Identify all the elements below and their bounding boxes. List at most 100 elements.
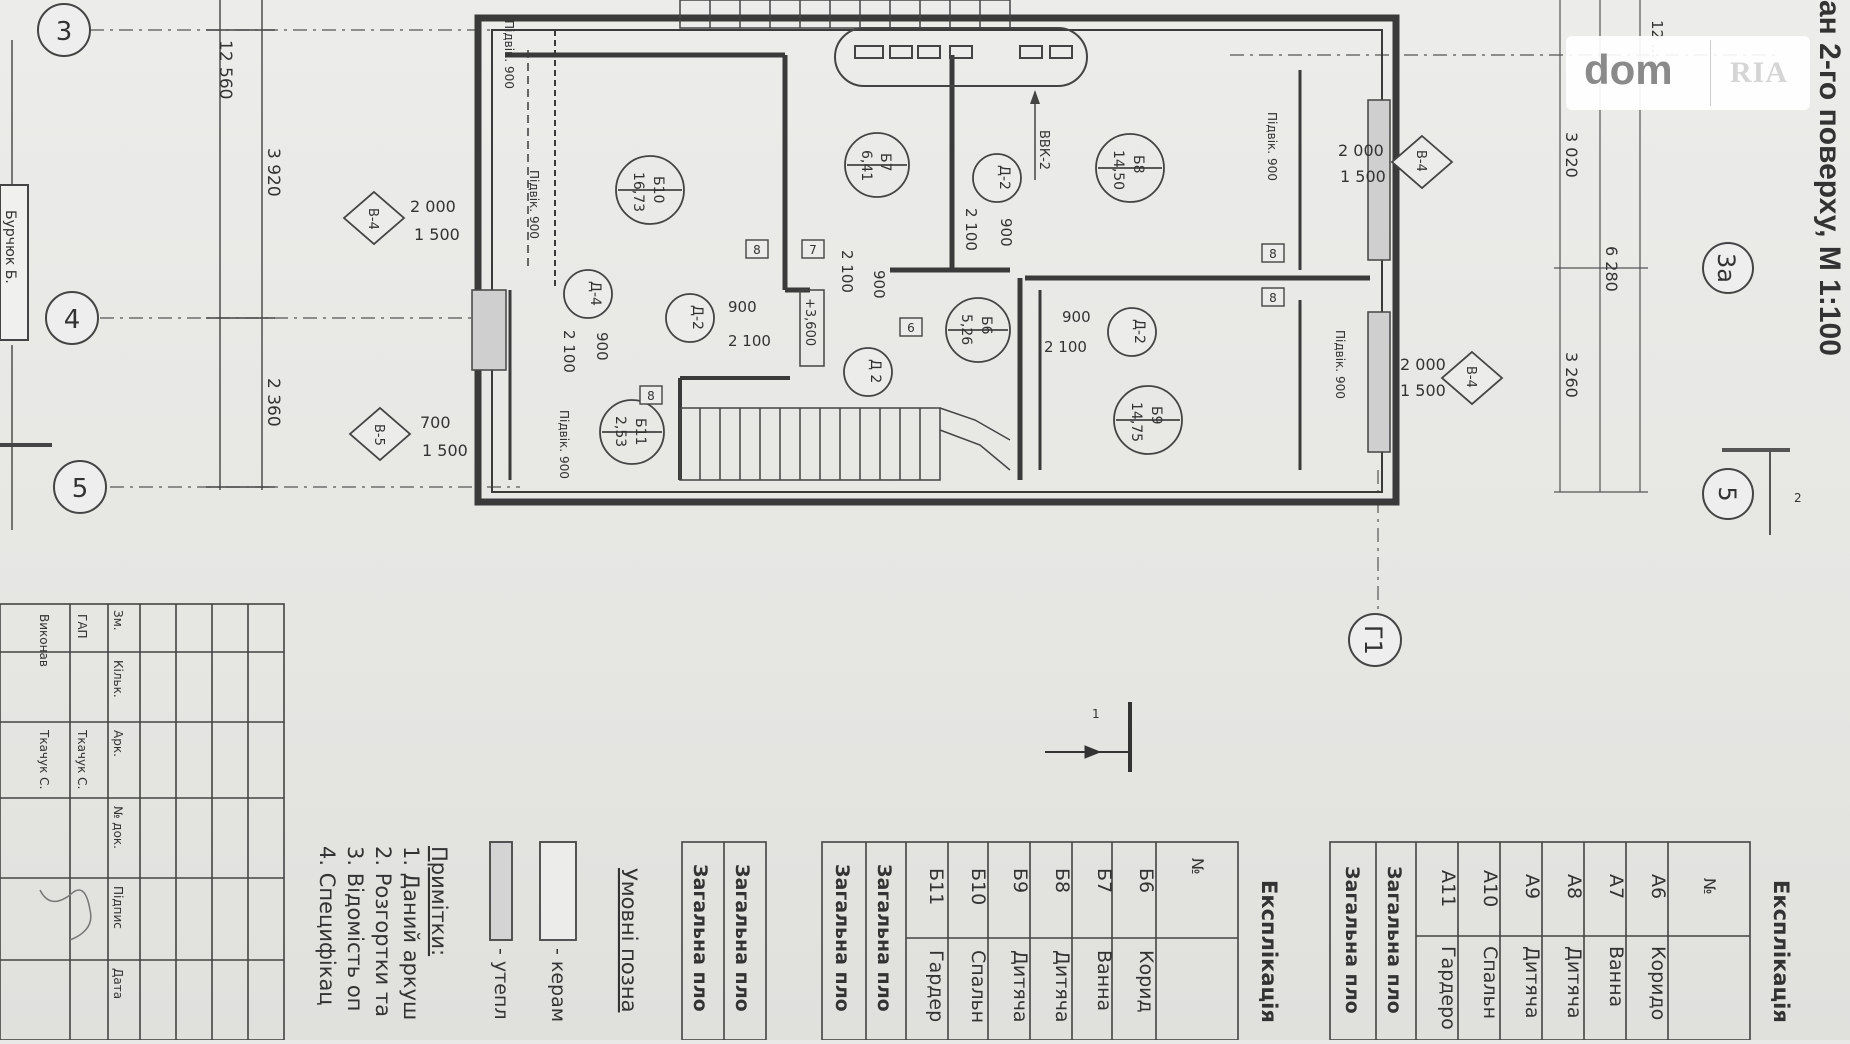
expl-a-row-1-name: Коридо	[1647, 946, 1669, 1020]
expl-a-row-4-name: Дитяча	[1521, 946, 1543, 1019]
tag-box-6	[639, 385, 663, 405]
legend-swatch-ceramic	[539, 841, 577, 941]
door-h-4: 2 100	[838, 250, 856, 293]
tag-3: 6	[907, 321, 915, 335]
sill-label-4: Підвік. 900	[557, 410, 571, 479]
watermark-sub: RIA	[1710, 40, 1807, 106]
expl-b-col-no: №	[1188, 858, 1207, 875]
expl-b-row-5-no: Б10	[967, 868, 989, 905]
door-marker-2	[563, 269, 613, 319]
window-marker-4	[1440, 350, 1504, 406]
stairs	[679, 0, 1011, 481]
expl-a-row-5-no: А10	[1479, 870, 1501, 907]
axis-bubble-g1	[1348, 613, 1402, 667]
door-code-4: Д 2	[867, 359, 883, 383]
expl-a-row-6-name: Гардеро	[1437, 946, 1459, 1030]
left-dimension-lines	[0, 0, 275, 530]
dim-total-left: 12 560	[215, 40, 235, 99]
legend-title: Умовні позна	[617, 868, 641, 1012]
door-code-5: Д-2	[1131, 319, 1147, 344]
stamp-h-4: № док.	[111, 806, 125, 849]
legend-item-1: - керам	[547, 948, 569, 1022]
room-area-b11: 2,53	[612, 416, 628, 447]
door-marker-4	[843, 347, 893, 397]
duct-arrow	[1030, 90, 1040, 104]
expl-b-row-1-name: Корид	[1135, 950, 1157, 1013]
section-marker	[1045, 702, 1132, 772]
window-code-1: В-4	[365, 208, 380, 230]
expl-a-total-2: Загальна пло	[1341, 866, 1363, 1014]
axis-bubble-5-right	[1702, 468, 1754, 520]
note-2: 2. Розгортки та	[371, 846, 395, 1017]
stamp-table	[0, 603, 285, 1041]
tag-box-5	[1261, 287, 1285, 307]
note-1: 1. Даний аркуш	[399, 846, 423, 1020]
legend-swatch-insulation	[489, 841, 513, 941]
tag-2: 7	[809, 243, 817, 257]
tag-4: 8	[1269, 247, 1277, 261]
tag-box-4	[1261, 243, 1285, 263]
window-code-2: В-5	[371, 424, 386, 446]
window-h-1: 1 500	[414, 225, 460, 244]
tag-6: 8	[647, 389, 655, 403]
note-3: 3. Відомість оп	[343, 846, 367, 1011]
axis-label-5-right: 5	[1713, 486, 1741, 501]
expl-a-row-6-no: А11	[1437, 870, 1459, 907]
room-marker-b7	[844, 132, 910, 198]
axis-bubble-3	[37, 3, 91, 57]
window-w-2: 700	[420, 413, 451, 432]
room-marker-b9	[1113, 385, 1183, 455]
expl-b-row-3-no: Б8	[1051, 868, 1073, 893]
room-area-b10: 16,73	[630, 172, 646, 212]
tag-box-1	[745, 239, 769, 259]
dim-right-2: 3 260	[1562, 352, 1581, 398]
vent-fixtures	[834, 27, 1088, 87]
expl-b-title: Експлікація	[1257, 880, 1281, 1023]
level-mark: +3,600	[802, 298, 817, 346]
room-marker-b8	[1095, 133, 1165, 203]
axis-label-g1: Г1	[1359, 625, 1387, 655]
door-code-3: Д-2	[689, 305, 705, 330]
expl-a-total-1: Загальна пло	[1383, 866, 1405, 1014]
room-area-b6: 5,26	[958, 314, 974, 345]
sill-label-2: Підвік. 900	[1265, 112, 1279, 181]
room-marker-b11	[599, 399, 665, 465]
expl-a-row-1-no: А6	[1647, 874, 1669, 899]
axis-label-3a: 3а	[1712, 253, 1740, 283]
door-code-1: Д-2	[996, 165, 1012, 190]
room-area-b8: 14,50	[1110, 150, 1126, 190]
sill-label-1: Підвік. 900	[527, 170, 541, 239]
window-code-3: В-4	[1413, 150, 1428, 172]
legend-item-2: - утепл	[490, 948, 512, 1019]
stamp-h-2: Кільк.	[111, 660, 125, 698]
dim-left-2: 2 360	[263, 378, 283, 427]
tag-box-3	[899, 317, 923, 337]
expl-b-row-3-name: Дитяча	[1051, 950, 1073, 1023]
wall-piers	[471, 99, 1391, 453]
axis-label-3: 3	[56, 17, 73, 47]
window-h-2: 1 500	[422, 441, 468, 460]
door-w-4: 900	[870, 270, 888, 299]
expl-b-row-5-name: Спальн	[967, 950, 989, 1023]
expl-a-col-no: №	[1700, 878, 1719, 895]
expl-a-row-4-no: А9	[1521, 874, 1543, 899]
window-marker-2	[348, 406, 412, 462]
door-marker-1	[972, 153, 1022, 203]
axis-bubble-3a	[1702, 242, 1754, 294]
door-w-3: 900	[728, 298, 757, 316]
room-marker-b10	[615, 155, 685, 225]
tag-1: 8	[753, 243, 761, 257]
door-w-1: 900	[997, 218, 1015, 247]
level-mark-box	[799, 289, 825, 367]
stamp-h-1: Зм.	[111, 610, 125, 631]
door-w-5: 900	[1062, 308, 1091, 326]
dim-right-total: 6 280	[1602, 246, 1621, 292]
expl-b-total-2: Загальна пло	[831, 864, 853, 1012]
stamp-role-1: ГАП	[75, 614, 89, 639]
section-label-2: 2	[1794, 491, 1802, 505]
expl-a-row-3-name: Дитяча	[1563, 946, 1585, 1019]
window-w-3: 2 000	[1338, 141, 1384, 160]
window-w-1: 2 000	[410, 197, 456, 216]
